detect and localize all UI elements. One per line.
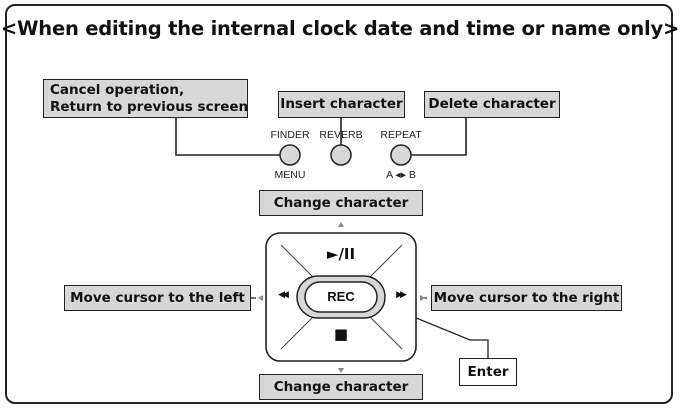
finder-caption: FINDER [270, 129, 310, 141]
delete-character-label: Delete character [424, 91, 560, 118]
insert-character-label: Insert character [278, 91, 405, 118]
ab-repeat-caption: A ◂▸ B [386, 169, 416, 181]
up-arrow-icon [338, 222, 344, 227]
repeat-caption: REPEAT [380, 129, 422, 141]
cancel-label-line2: Return to previous screen [50, 98, 249, 115]
play-pause-icon: ►/II [326, 245, 356, 263]
menu-caption: MENU [274, 169, 306, 181]
rewind-icon: ◀◀ [278, 290, 289, 300]
enter-label: Enter [459, 358, 517, 386]
left-arrow-icon [258, 295, 263, 301]
change-character-top-label: Change character [259, 190, 423, 216]
right-arrow-icon [420, 295, 425, 301]
finder-button [279, 144, 301, 166]
rec-label: REC [327, 289, 355, 304]
down-arrow-icon [338, 368, 344, 373]
stop-icon: ■ [333, 325, 349, 343]
cancel-operation-label: Cancel operation, Return to previous scr… [43, 79, 248, 118]
diagram-frame [5, 4, 673, 404]
repeat-button [390, 144, 412, 166]
move-cursor-right-label: Move cursor to the right [431, 285, 622, 311]
reverb-caption: REVERB [319, 129, 363, 141]
rec-capsule-inner [304, 281, 378, 313]
move-cursor-left-label: Move cursor to the left [64, 285, 251, 311]
change-character-bottom-label: Change character [259, 374, 423, 400]
diagram-title: <When editing the internal clock date an… [0, 17, 680, 40]
fast-forward-icon: ▶▶ [396, 290, 407, 300]
reverb-button [330, 144, 352, 166]
cancel-label-line1: Cancel operation, [50, 81, 185, 98]
